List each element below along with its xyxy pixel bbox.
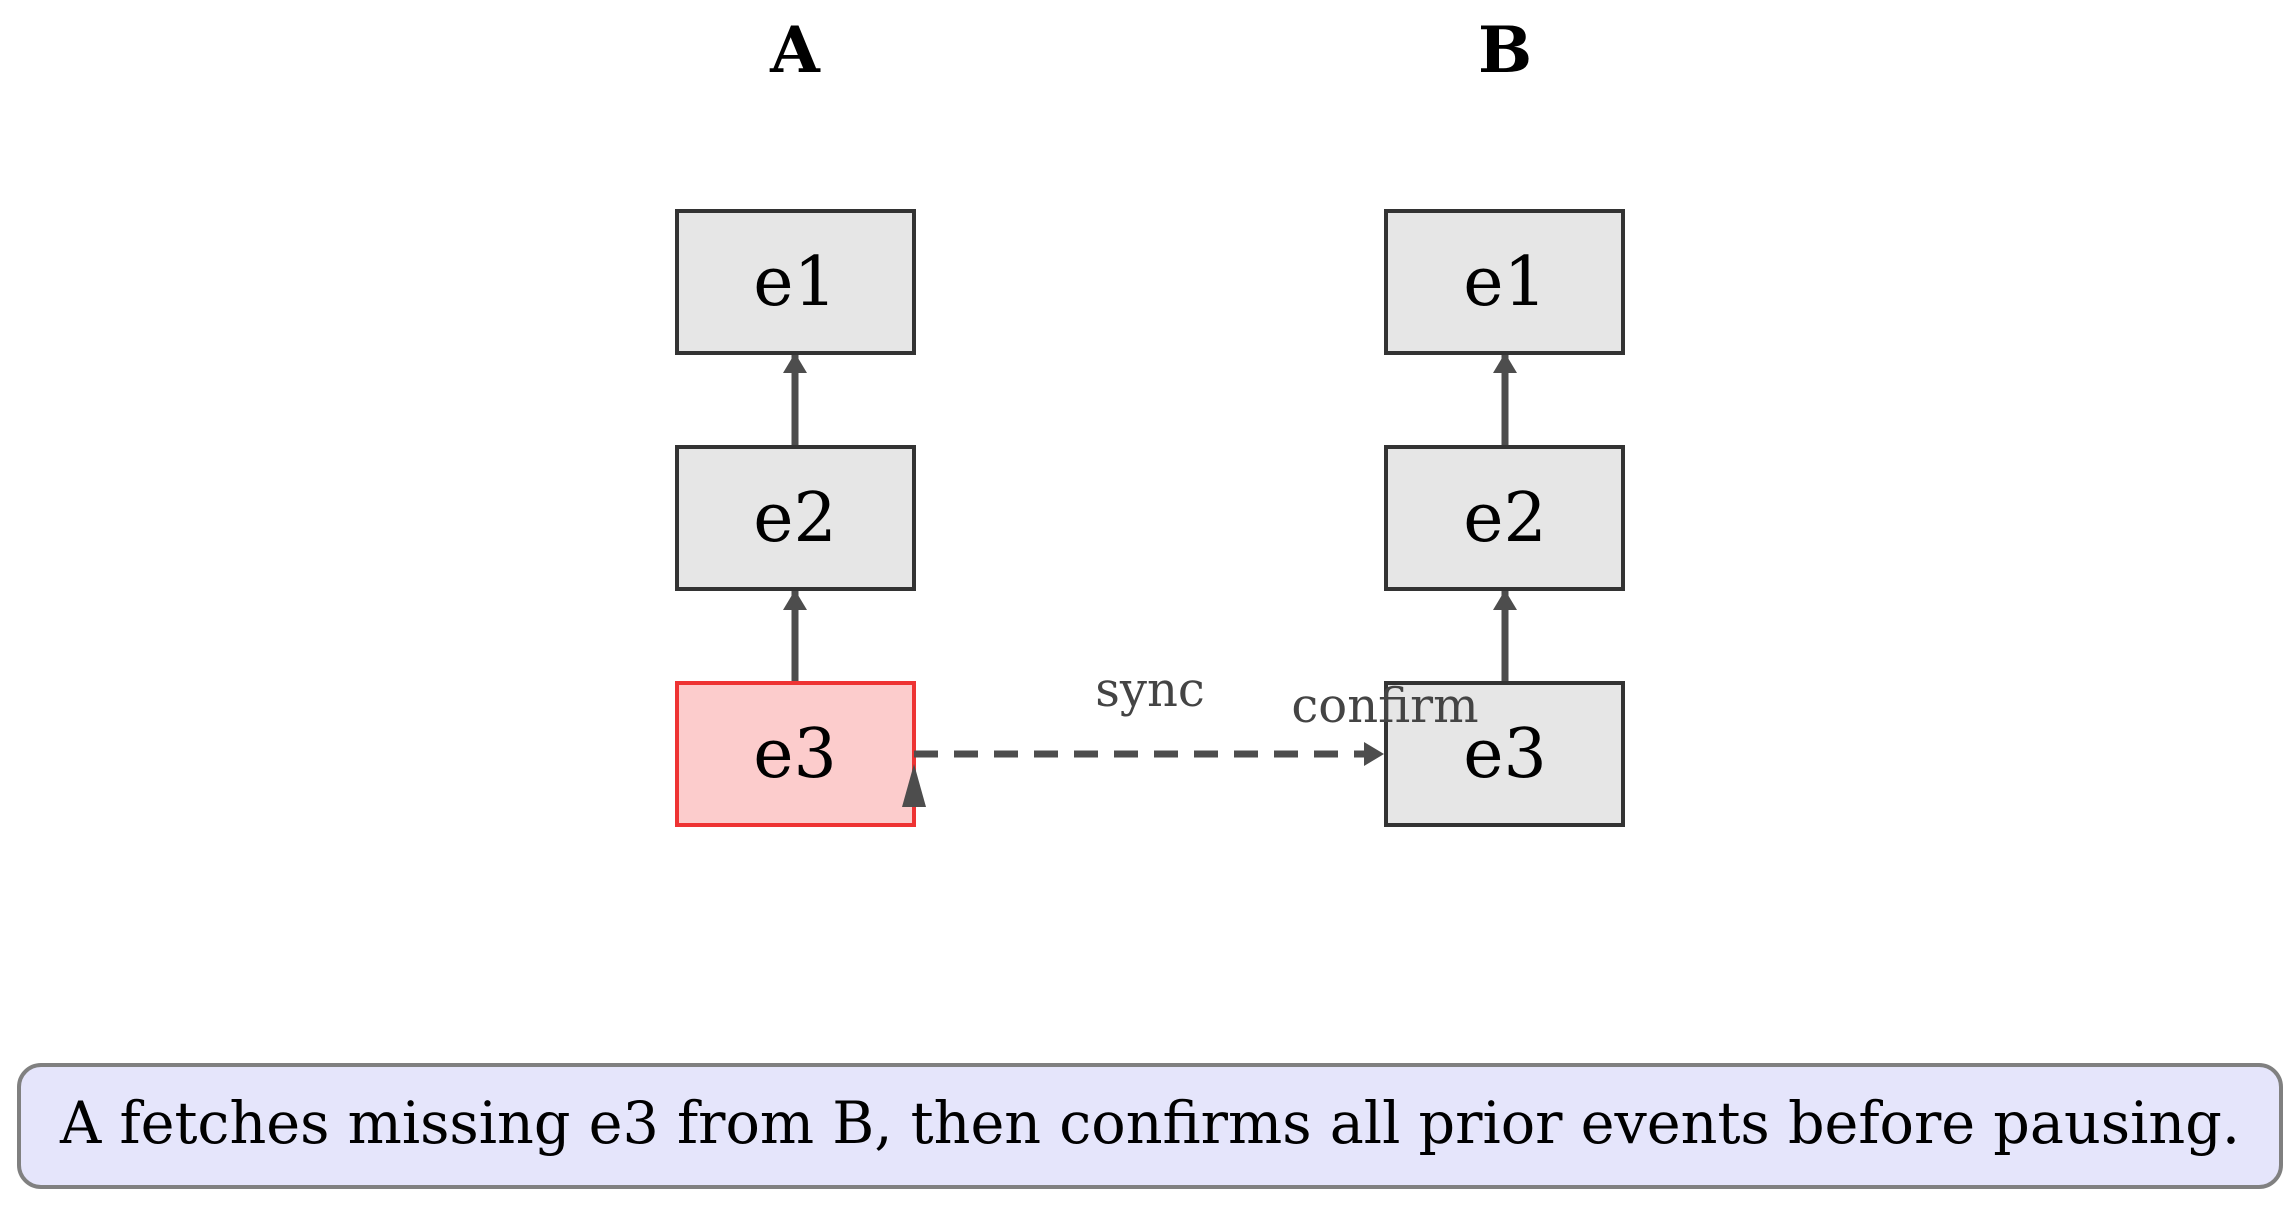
node-b-e3: e3 (1384, 681, 1625, 827)
node-b-e2: e2 (1384, 445, 1625, 591)
column-title-a: A (769, 13, 821, 88)
confirm-edge-arrowhead (902, 764, 926, 807)
node-a-e3-missing: e3 (675, 681, 916, 827)
column-title-b: B (1478, 13, 1532, 88)
node-a-e1: e1 (675, 209, 916, 355)
node-a-e1-label: e1 (753, 243, 837, 322)
confirm-label: confirm (1291, 678, 1478, 734)
node-a-e2: e2 (675, 445, 916, 591)
node-b-e2-label: e2 (1463, 479, 1547, 558)
caption-text: A fetches missing e3 from B, then confir… (59, 1089, 2240, 1157)
node-b-e3-label: e3 (1463, 715, 1547, 794)
node-b-e1-label: e1 (1463, 243, 1547, 322)
node-b-e1: e1 (1384, 209, 1625, 355)
node-a-e3-label: e3 (753, 715, 837, 794)
node-a-e2-label: e2 (753, 479, 837, 558)
caption-box: A fetches missing e3 from B, then confir… (17, 1063, 2283, 1189)
sync-label: sync (1095, 662, 1205, 718)
